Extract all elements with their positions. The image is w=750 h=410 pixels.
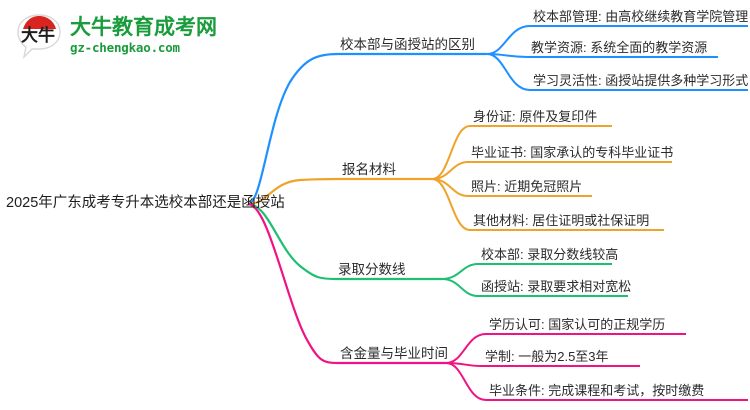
site-logo[interactable]: 大牛 大牛教育成考网 gz-chengkao.com (14, 8, 217, 64)
logo-site-url: gz-chengkao.com (70, 40, 180, 56)
mindmap-leaf-node-1-3[interactable]: 学习灵活性: 函授站提供多种学习形式 (533, 73, 749, 88)
mindmap-branch-node-3[interactable]: 录取分数线 (338, 262, 406, 277)
mindmap-leaf-node-2-4[interactable]: 其他材料: 居住证明或社保证明 (473, 213, 650, 228)
mindmap-root-node[interactable]: 2025年广东成考专升本选校本部还是函授站 (6, 195, 285, 211)
mindmap-branch-node-4[interactable]: 含金量与毕业时间 (340, 346, 448, 361)
branch-connector-4 (247, 202, 748, 401)
branch-connector-2 (247, 125, 672, 231)
bull-speech-bubble-icon: 大牛 (14, 11, 64, 61)
logo-text-block: 大牛教育成考网 gz-chengkao.com (70, 17, 217, 55)
mindmap-leaf-node-1-2[interactable]: 教学资源: 系统全面的教学资源 (531, 40, 708, 55)
mindmap-leaf-node-1-1[interactable]: 校本部管理: 由高校继续教育学院管理 (533, 9, 749, 24)
mindmap-branch-node-1[interactable]: 校本部与函授站的区别 (340, 37, 475, 52)
mindmap-leaf-node-3-2[interactable]: 函授站: 录取要求相对宽松 (481, 279, 632, 294)
mindmap-leaf-node-4-2[interactable]: 学制: 一般为2.5至3年 (485, 349, 609, 364)
svg-text:大牛: 大牛 (21, 25, 55, 46)
mindmap-branch-node-2[interactable]: 报名材料 (342, 162, 396, 177)
branch-connector-1 (247, 25, 748, 206)
mindmap-leaf-node-3-1[interactable]: 校本部: 录取分数线较高 (481, 247, 619, 262)
branch-connector-3 (247, 202, 628, 297)
mindmap-leaf-node-2-2[interactable]: 毕业证书: 国家承认的专科毕业证书 (471, 145, 674, 160)
mindmap-leaf-node-2-3[interactable]: 照片: 近期免冠照片 (471, 179, 583, 194)
mindmap-leaf-node-4-1[interactable]: 学历认可: 国家认可的正规学历 (489, 317, 666, 332)
mindmap-leaf-node-2-1[interactable]: 身份证: 原件及复印件 (473, 109, 598, 124)
mindmap-leaf-node-4-3[interactable]: 毕业条件: 完成课程和考试，按时缴费 (489, 383, 705, 398)
logo-site-name: 大牛教育成考网 (70, 16, 217, 40)
